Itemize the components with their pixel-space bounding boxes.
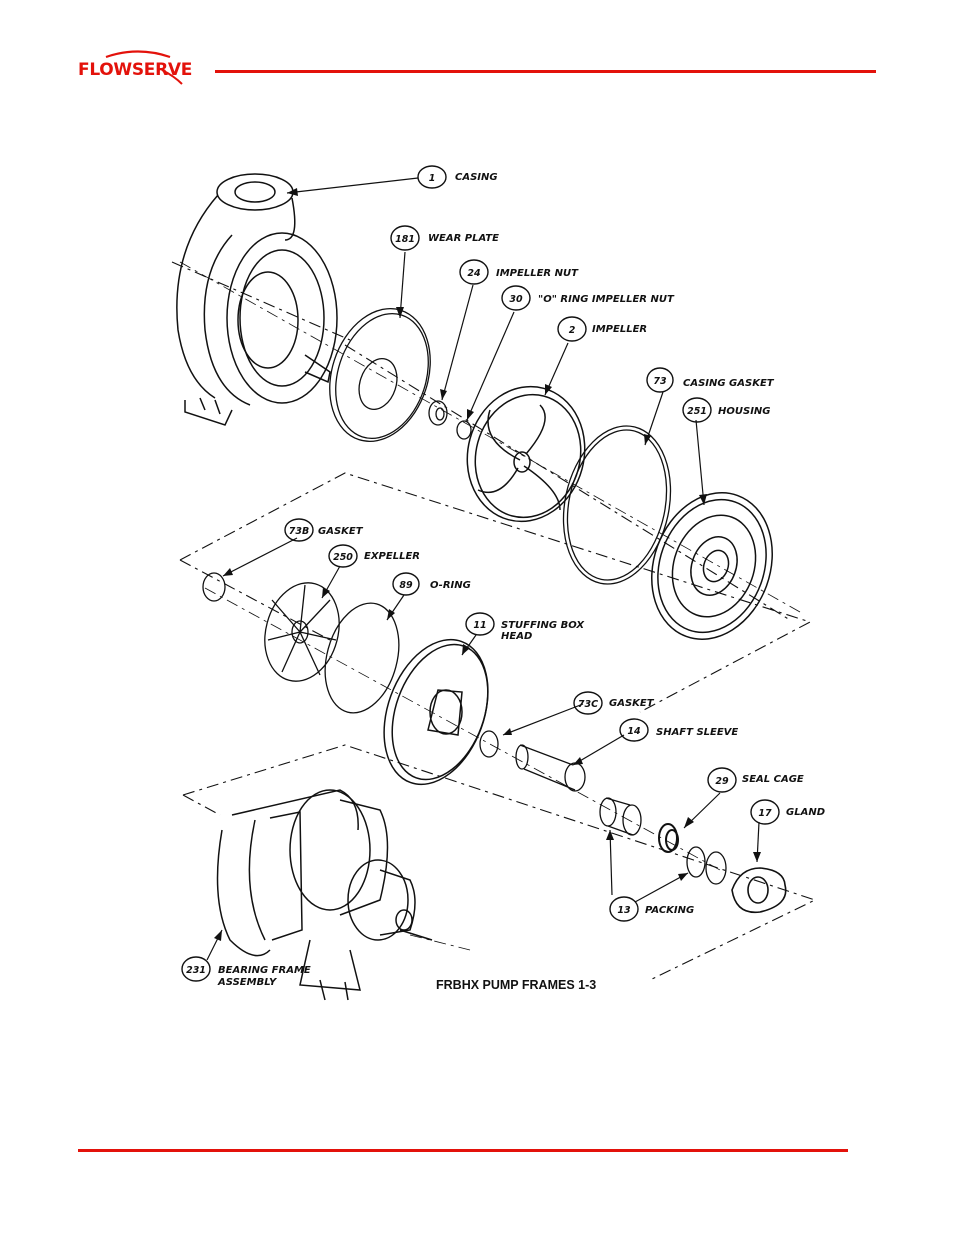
- callout-label-wear-plate: WEAR PLATE: [428, 233, 499, 244]
- callout-label-gasket-73c: GASKET: [609, 698, 655, 709]
- gasket-73c-part: [479, 730, 499, 758]
- callout-number-gasket-73b: 73B: [289, 526, 309, 537]
- o-ring-impeller-nut-part: [456, 420, 472, 440]
- callout-label-shaft-sleeve: SHAFT SLEEVE: [656, 727, 738, 738]
- callout-number-packing: 13: [617, 905, 631, 916]
- casing-part: [176, 173, 338, 426]
- callout-label-stuffing-box-head: HEAD: [501, 631, 532, 642]
- callout-number-casing-gasket: 73: [653, 376, 667, 387]
- callout-number-seal-cage: 29: [715, 776, 729, 787]
- logo-swoosh-icon: [105, 50, 183, 85]
- callout-label-packing: PACKING: [645, 905, 694, 916]
- callout-label-impeller-nut: IMPELLER NUT: [496, 268, 579, 279]
- flowserve-logo: FLOWSERVE: [78, 50, 196, 88]
- callout-label-o-ring: O-RING: [430, 580, 471, 591]
- callout-label-expeller: EXPELLER: [364, 551, 420, 562]
- o-ring-part: [324, 602, 400, 714]
- callout-label-casing-gasket: CASING GASKET: [683, 378, 775, 389]
- callout-label-bearing-frame-assembly: ASSEMBLY: [217, 977, 278, 988]
- impeller-part: [466, 385, 586, 523]
- callout-number-impeller-nut: 24: [467, 268, 481, 279]
- callout-label-impeller: IMPELLER: [592, 324, 647, 335]
- callout-number-bearing-frame: 231: [186, 965, 206, 976]
- callout-label-gasket-73b: GASKET: [318, 526, 364, 537]
- callout-number-gasket-73c: 73C: [578, 699, 598, 710]
- callout-label-casing: CASING: [455, 172, 498, 183]
- callout-number-housing: 251: [687, 406, 707, 417]
- callout-label-stuffing-box: STUFFING BOX: [501, 620, 585, 631]
- callout-label-housing: HOUSING: [718, 406, 771, 417]
- callout-number-expeller: 250: [333, 552, 353, 563]
- footer-rule: [78, 1149, 848, 1152]
- header-rule: [215, 70, 876, 73]
- callout-number-gland: 17: [758, 808, 772, 819]
- callout-number-shaft-sleeve: 14: [627, 726, 641, 737]
- callout-bubbles: [181, 165, 780, 982]
- stuffing-box-head-part: [383, 638, 489, 786]
- brand-name: FLOWSERVE: [78, 60, 193, 80]
- callout-label-bearing-frame: BEARING FRAME: [218, 965, 311, 976]
- callout-number-o-ring: 89: [399, 580, 413, 591]
- callout-number-wear-plate: 181: [395, 234, 415, 245]
- callout-number-stuffing-box-head: 11: [473, 620, 486, 631]
- expeller-part: [264, 582, 340, 682]
- figure-caption: FRBHX PUMP FRAMES 1-3: [436, 978, 597, 992]
- callout-arrowheads: [214, 188, 761, 941]
- callout-number-impeller: 2: [569, 325, 576, 336]
- impeller-nut-part: [428, 400, 448, 426]
- shaft-sleeve-part: [515, 744, 586, 792]
- callout-label-o-ring-impeller-nut: "O" RING IMPELLER NUT: [538, 294, 675, 305]
- callout-number-o-ring-impeller-nut: 30: [509, 294, 523, 305]
- housing-part: [651, 492, 773, 640]
- callout-label-seal-cage: SEAL CAGE: [742, 774, 804, 785]
- gland-part: [731, 867, 787, 914]
- bearing-frame-part: [216, 789, 433, 1001]
- assembly-plane-lines: [171, 261, 817, 981]
- seal-cage-part: [658, 823, 679, 853]
- gasket-73b-part: [202, 572, 226, 602]
- casing-gasket-part: [562, 425, 672, 585]
- callout-label-gland: GLAND: [786, 807, 825, 818]
- packing-part: [599, 797, 727, 885]
- callout-number-casing: 1: [429, 173, 436, 184]
